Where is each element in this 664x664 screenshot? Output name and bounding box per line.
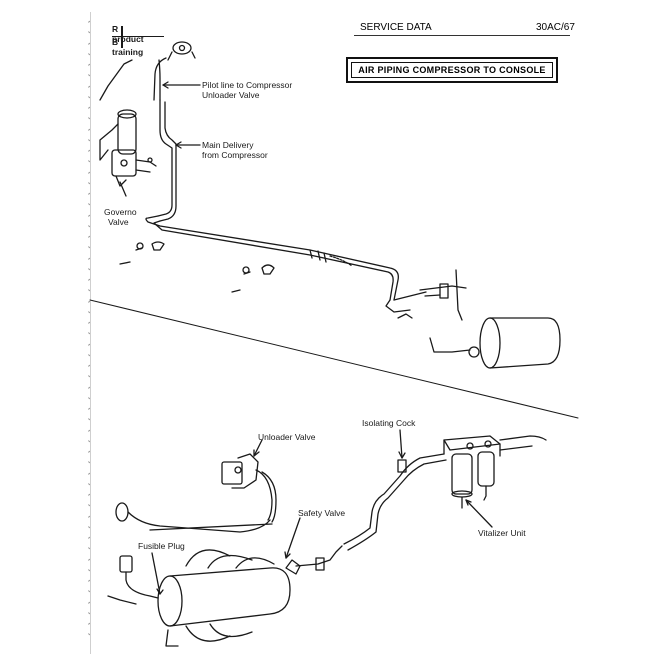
pipe-coupling [309,249,327,263]
vitalizer-unit [443,435,547,509]
fusible-leader [151,552,161,595]
label-fusible-plug: Fusible Plug [138,541,185,551]
label-main-delivery: Main Delivery [202,140,254,150]
main-delivery-pipe-1 [157,99,173,217]
pipe-end-fitting [115,502,129,522]
label-isolating-cock: Isolating Cock [362,418,416,428]
section-heading: SERVICE DATA [360,22,432,33]
diagram-title-box: AIR PIPING COMPRESSOR TO CONSOLE [346,57,558,83]
unloader-leader [253,439,263,457]
label-main-delivery-2: from Compressor [202,150,268,160]
fastener-group-2 [231,264,275,293]
unloader-valve [221,453,277,523]
main-delivery-run-2 [153,220,394,301]
diagram-title: AIR PIPING COMPRESSOR TO CONSOLE [358,65,546,75]
label-pilot-line-2: Unloader Valve [202,90,260,100]
fusible-plug [107,555,159,605]
label-vitalizer-unit: Vitalizer Unit [478,528,526,538]
header-rule [354,35,570,36]
pilot-line-pipe [153,57,167,101]
reservoir-top [429,317,561,369]
governo-leader [119,181,127,197]
flexible-hose [329,255,353,267]
page-number: 30AC/67 [536,22,575,33]
unloader-pipe [127,511,273,533]
main-delivery-pipe-2 [159,101,177,222]
label-governo-valve-2: Valve [108,217,129,227]
logo-line-2: B training [112,37,144,57]
governor-valve [99,59,157,187]
label-unloader-valve: Unloader Valve [258,432,316,442]
safety-leader [285,517,301,559]
main-delivery-run-1 [145,215,399,301]
section-divider-line [89,299,579,419]
label-pilot-line: Pilot line to Compressor [202,80,293,90]
isolating-cock [397,459,407,473]
main-reservoir [157,549,291,647]
rear-down-pipe [455,269,463,321]
compressor-fitting-top [167,41,196,61]
vitalizer-pipe [343,453,447,551]
lower-right-pipe [385,291,427,313]
logo-line-1: R product [112,24,144,44]
fastener-group-1 [119,241,165,265]
label-safety-valve: Safety Valve [298,508,346,518]
rear-valve [439,283,449,299]
safety-valve [285,545,343,575]
label-governo-valve: Governo [104,207,137,217]
cock-leader [399,429,403,459]
vitalizer-leader [465,499,493,528]
rear-connector-pipe [419,285,467,297]
